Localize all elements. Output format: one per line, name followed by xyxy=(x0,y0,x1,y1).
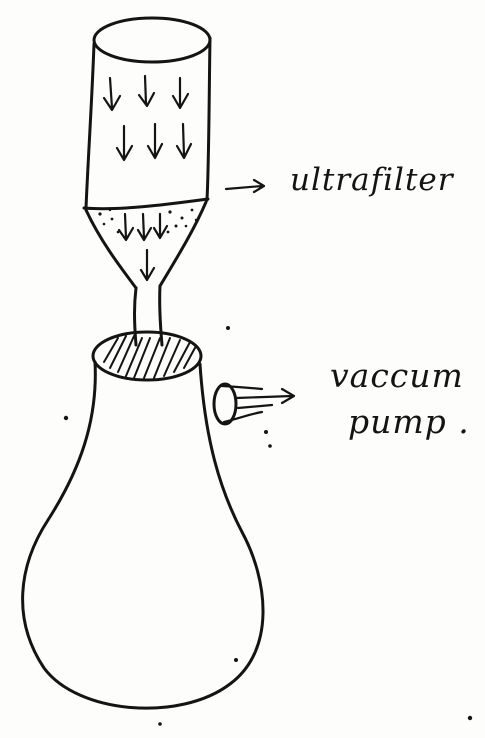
filter-membrane-line xyxy=(84,199,208,209)
ultrafilter-tube xyxy=(84,18,210,209)
tube-right-wall xyxy=(207,38,210,200)
side-arm xyxy=(214,384,294,424)
vacuum-pump-label-line2: pump . xyxy=(348,402,470,441)
filtrate-funnel xyxy=(86,202,206,345)
down-arrow-icon xyxy=(148,124,162,158)
pump-pointer-arrow-icon xyxy=(236,389,294,403)
tube-top-rim xyxy=(94,18,210,62)
down-arrow-icon xyxy=(104,78,120,110)
stem-right-wall xyxy=(160,286,162,345)
vacuum-pump-label-line1: vaccum xyxy=(330,356,464,395)
down-arrow-icon xyxy=(177,124,191,158)
side-arm-opening xyxy=(214,384,236,424)
down-arrow-icon xyxy=(138,214,151,240)
vacuum-flask xyxy=(23,332,263,708)
ultrafilter-pointer-arrow-icon xyxy=(226,180,264,192)
funnel-left-wall xyxy=(86,210,136,288)
down-arrow-icon xyxy=(141,250,154,280)
ultrafilter-label: ultrafilter xyxy=(290,162,454,198)
down-arrow-icon xyxy=(154,214,167,238)
down-arrow-icon xyxy=(117,126,132,160)
side-arm-line xyxy=(238,405,272,408)
down-arrow-icon xyxy=(173,78,188,108)
down-arrow-icon xyxy=(119,214,133,240)
tube-left-wall xyxy=(86,44,94,208)
filtrate-stipple xyxy=(98,209,197,234)
funnel-right-wall xyxy=(160,202,206,286)
side-arm-top xyxy=(222,386,262,389)
down-arrow-icon xyxy=(139,76,154,106)
flow-arrows-top xyxy=(104,76,191,160)
flask-body-outline xyxy=(23,362,263,708)
rubber-stopper-hatching xyxy=(104,336,196,378)
side-arm-bottom xyxy=(224,412,262,422)
